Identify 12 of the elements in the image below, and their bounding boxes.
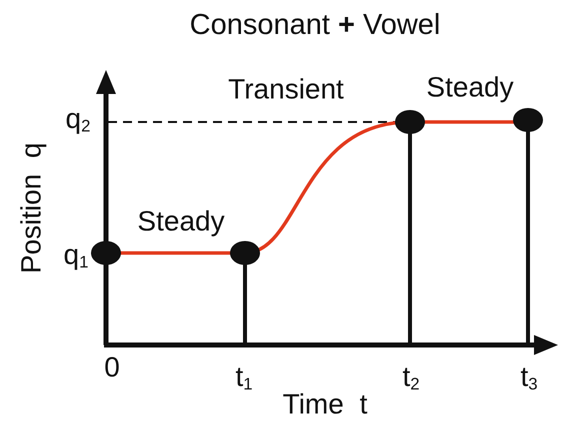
axis-label: q$_{2}$ [66, 104, 90, 136]
axis-label: Steady [137, 206, 225, 238]
axis-label: Steady [426, 72, 514, 104]
axis-label: Transient [228, 74, 344, 106]
axis-label: Time t [282, 390, 368, 420]
title: Consonant + Vowel [190, 10, 440, 42]
axis-label: 0 [104, 352, 120, 384]
axis-label: t$_{3}$ [520, 362, 538, 394]
axis-label: t$_{2}$ [402, 362, 420, 394]
axis-label: t$_{1}$ [235, 362, 253, 394]
axis-label: Position q [16, 142, 48, 274]
axis-label: q$_{1}$ [64, 240, 88, 272]
